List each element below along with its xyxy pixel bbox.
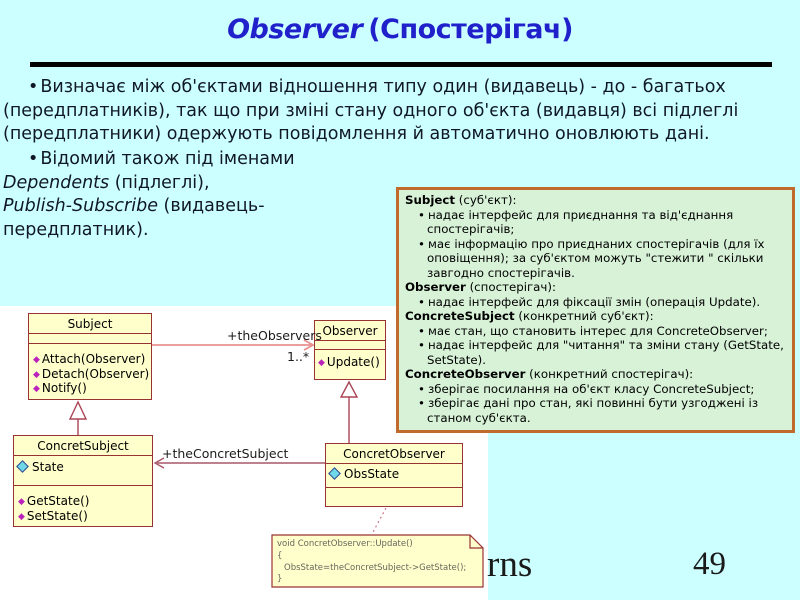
bullet-icon: •: [418, 236, 425, 251]
footer-clipped-text: rns: [487, 544, 533, 585]
role-point: •зберігає дані про стан, які повинні бут…: [418, 396, 759, 425]
role-point: •надає інтерфейс для "читання" та зміни …: [418, 338, 784, 367]
attribute-icon: [328, 467, 341, 480]
alias-dependents: Dependents: [3, 172, 110, 193]
class-box-subject: Subject ◆Attach(Observer) ◆Detach(Observ…: [28, 313, 152, 400]
method-icon: ◆: [18, 511, 25, 522]
pattern-name: Observer: [227, 14, 363, 45]
aka-paragraph: •Відомий також під іменами Dependents (п…: [3, 148, 423, 242]
intro-line: (передплатників), так що при зміні стану…: [3, 100, 739, 121]
method-row: ◆GetState(): [18, 494, 90, 508]
note-line: {: [277, 550, 283, 561]
class-box-concretobserver: ConcretObserver ObsState: [325, 443, 463, 507]
methods-compartment: ◆Attach(Observer) ◆Detach(Observer) ◆Not…: [29, 344, 151, 396]
role-point: •має стан, що становить інтерес для Conc…: [418, 323, 768, 338]
association-label-theconcretsubject: +theConcretSubject: [162, 446, 289, 461]
bullet-icon: •: [418, 396, 425, 410]
attributes-compartment: State: [14, 456, 152, 486]
bullet-icon: •: [418, 381, 425, 396]
class-name: ConcretObserver: [326, 444, 462, 464]
class-box-observer: Observer ◆Update(): [314, 320, 386, 380]
attributes-compartment: ObsState: [326, 464, 462, 488]
aka-line: Dependents (підлеглі),: [3, 172, 210, 193]
class-name: ConcretSubject: [14, 436, 152, 456]
method-row: ◆Attach(Observer): [33, 352, 146, 366]
attribute-icon: [16, 460, 29, 473]
method-row: ◆Detach(Observer): [33, 366, 150, 381]
bullet-icon: •: [28, 149, 39, 169]
bullet-icon: •: [418, 338, 425, 352]
aka-line: передплатник).: [3, 219, 149, 240]
title-divider: [30, 62, 772, 67]
slide-title: Observer(Спостерігач): [0, 14, 800, 45]
intro-paragraph: •Визначає між об'єктами відношення типу …: [3, 76, 797, 147]
intro-line: (передплатники) одержують повідомлення й…: [3, 124, 710, 144]
alias-publish-subscribe: Publish-Subscribe: [3, 196, 158, 216]
method-row: ◆SetState(): [18, 508, 88, 523]
role-term: ConcreteSubject (конкретний суб'єкт):: [405, 309, 654, 323]
role-term: ConcreteObserver (конкретний спостерігач…: [405, 367, 694, 381]
class-box-concretsubject: ConcretSubject State ◆GetState() ◆SetSta…: [13, 435, 153, 527]
bullet-icon: •: [418, 323, 425, 338]
method-icon: ◆: [18, 497, 25, 507]
aka-line: Publish-Subscribe (видавець-: [3, 196, 265, 216]
bullet-icon: •: [418, 294, 425, 309]
attribute-row: State: [16, 460, 152, 475]
method-row: ◆Notify(): [33, 381, 87, 395]
attribute-row: ObsState: [328, 467, 462, 482]
role-point: •надає інтерфейс для приєднання та від'є…: [418, 207, 734, 237]
note-line: }: [277, 574, 283, 585]
note-line: ObsState=theConcretSubject->GetState();: [284, 562, 467, 573]
pattern-roles-panel: Subject (суб'єкт): •надає інтерфейс для …: [396, 187, 795, 433]
attributes-compartment: [29, 334, 151, 344]
role-term: Subject (суб'єкт):: [405, 193, 517, 207]
method-row: ◆Update(): [318, 355, 380, 369]
note-line: void ConcretObserver::Update(): [277, 539, 413, 549]
role-point: •має інформацію про приєднаних спостеріг…: [418, 236, 765, 280]
uml-note-text: void ConcretObserver::Update() { ObsStat…: [277, 539, 479, 586]
method-icon: ◆: [33, 384, 40, 394]
methods-compartment: ◆GetState() ◆SetState(): [14, 486, 152, 523]
bullet-icon: •: [28, 77, 39, 97]
class-name: Subject: [29, 314, 151, 334]
aka-line: •Відомий також під іменами: [28, 149, 295, 169]
method-icon: ◆: [318, 358, 325, 368]
method-icon: ◆: [33, 355, 40, 365]
attributes-compartment: [315, 341, 385, 350]
role-point: •зберігає посилання на об'єкт класу Conc…: [418, 381, 755, 396]
role-point: •надає інтерфейс для фіксації змін (опер…: [418, 294, 761, 309]
methods-compartment: ◆Update(): [315, 350, 385, 370]
multiplicity-label: 1..*: [287, 349, 310, 364]
role-term: Observer (спостерігач):: [405, 280, 556, 294]
pattern-translation: (Спостерігач): [368, 14, 573, 45]
intro-line: •Визначає між об'єктами відношення типу …: [28, 77, 726, 97]
page-number: 49: [693, 546, 726, 582]
method-icon: ◆: [33, 369, 40, 380]
class-name: Observer: [315, 321, 385, 341]
bullet-icon: •: [418, 207, 425, 222]
association-label-theobservers: +theObservers: [227, 328, 322, 343]
